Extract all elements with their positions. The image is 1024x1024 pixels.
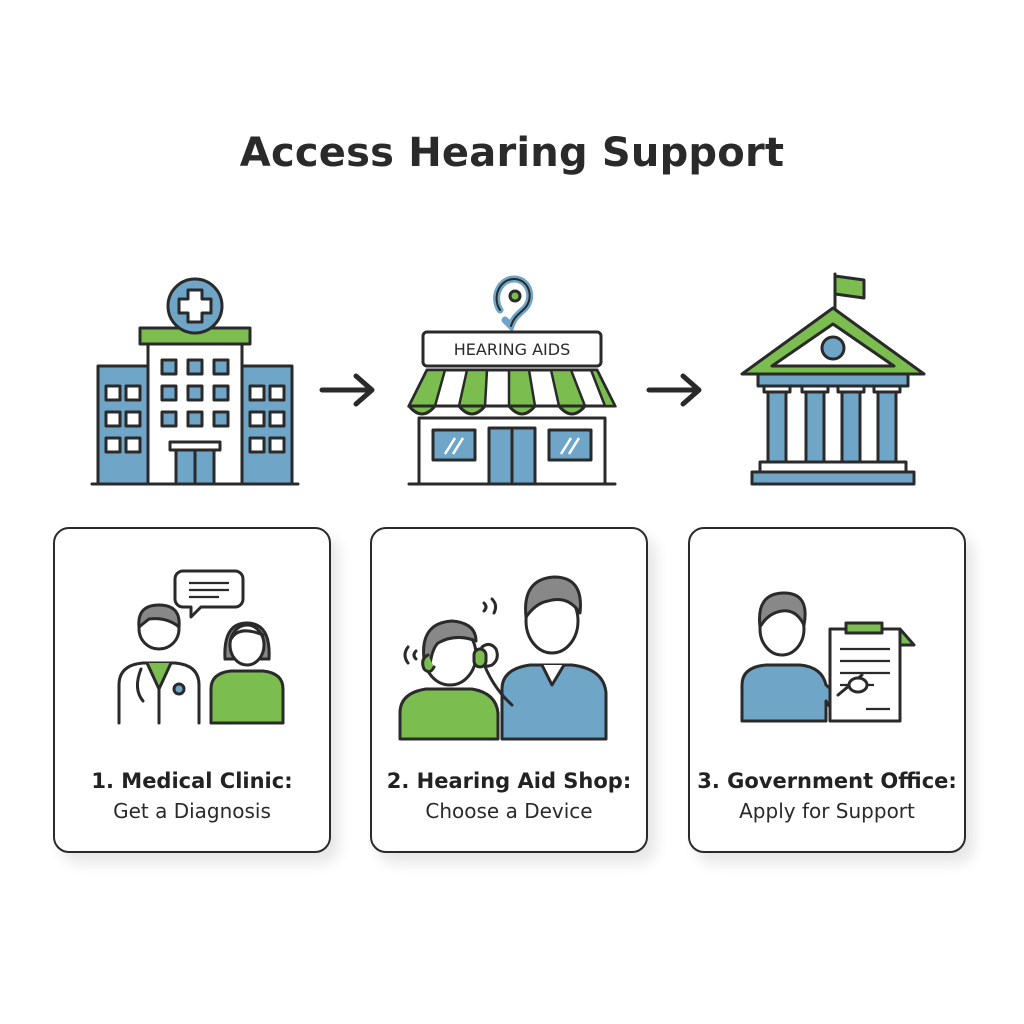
card-title: 1. Medical Clinic: bbox=[91, 769, 293, 793]
step-card-medical-clinic: 1. Medical Clinic: Get a Diagnosis bbox=[53, 527, 331, 853]
card-subtitle: Get a Diagnosis bbox=[113, 799, 271, 823]
government-building-icon bbox=[738, 268, 928, 490]
page-title: Access Hearing Support bbox=[239, 130, 785, 176]
hospital-icon bbox=[90, 270, 300, 490]
doctor-patient-illustration bbox=[117, 569, 285, 725]
hearing-fitting-illustration bbox=[398, 575, 608, 741]
arrow-right-icon bbox=[645, 370, 705, 410]
card-title: 3. Government Office: bbox=[697, 769, 957, 793]
arrow-right-icon bbox=[318, 370, 378, 410]
step-card-hearing-aid-shop: 2. Hearing Aid Shop: Choose a Device bbox=[370, 527, 648, 853]
step-card-government-office: 3. Government Office: Apply for Support bbox=[688, 527, 966, 853]
card-subtitle: Choose a Device bbox=[425, 799, 593, 823]
hearing-aid-shop-icon: HEARING AIDS bbox=[405, 270, 620, 490]
application-form-illustration bbox=[740, 591, 916, 723]
card-subtitle: Apply for Support bbox=[739, 799, 915, 823]
card-title: 2. Hearing Aid Shop: bbox=[386, 769, 632, 793]
shop-sign-text: HEARING AIDS bbox=[454, 340, 571, 359]
